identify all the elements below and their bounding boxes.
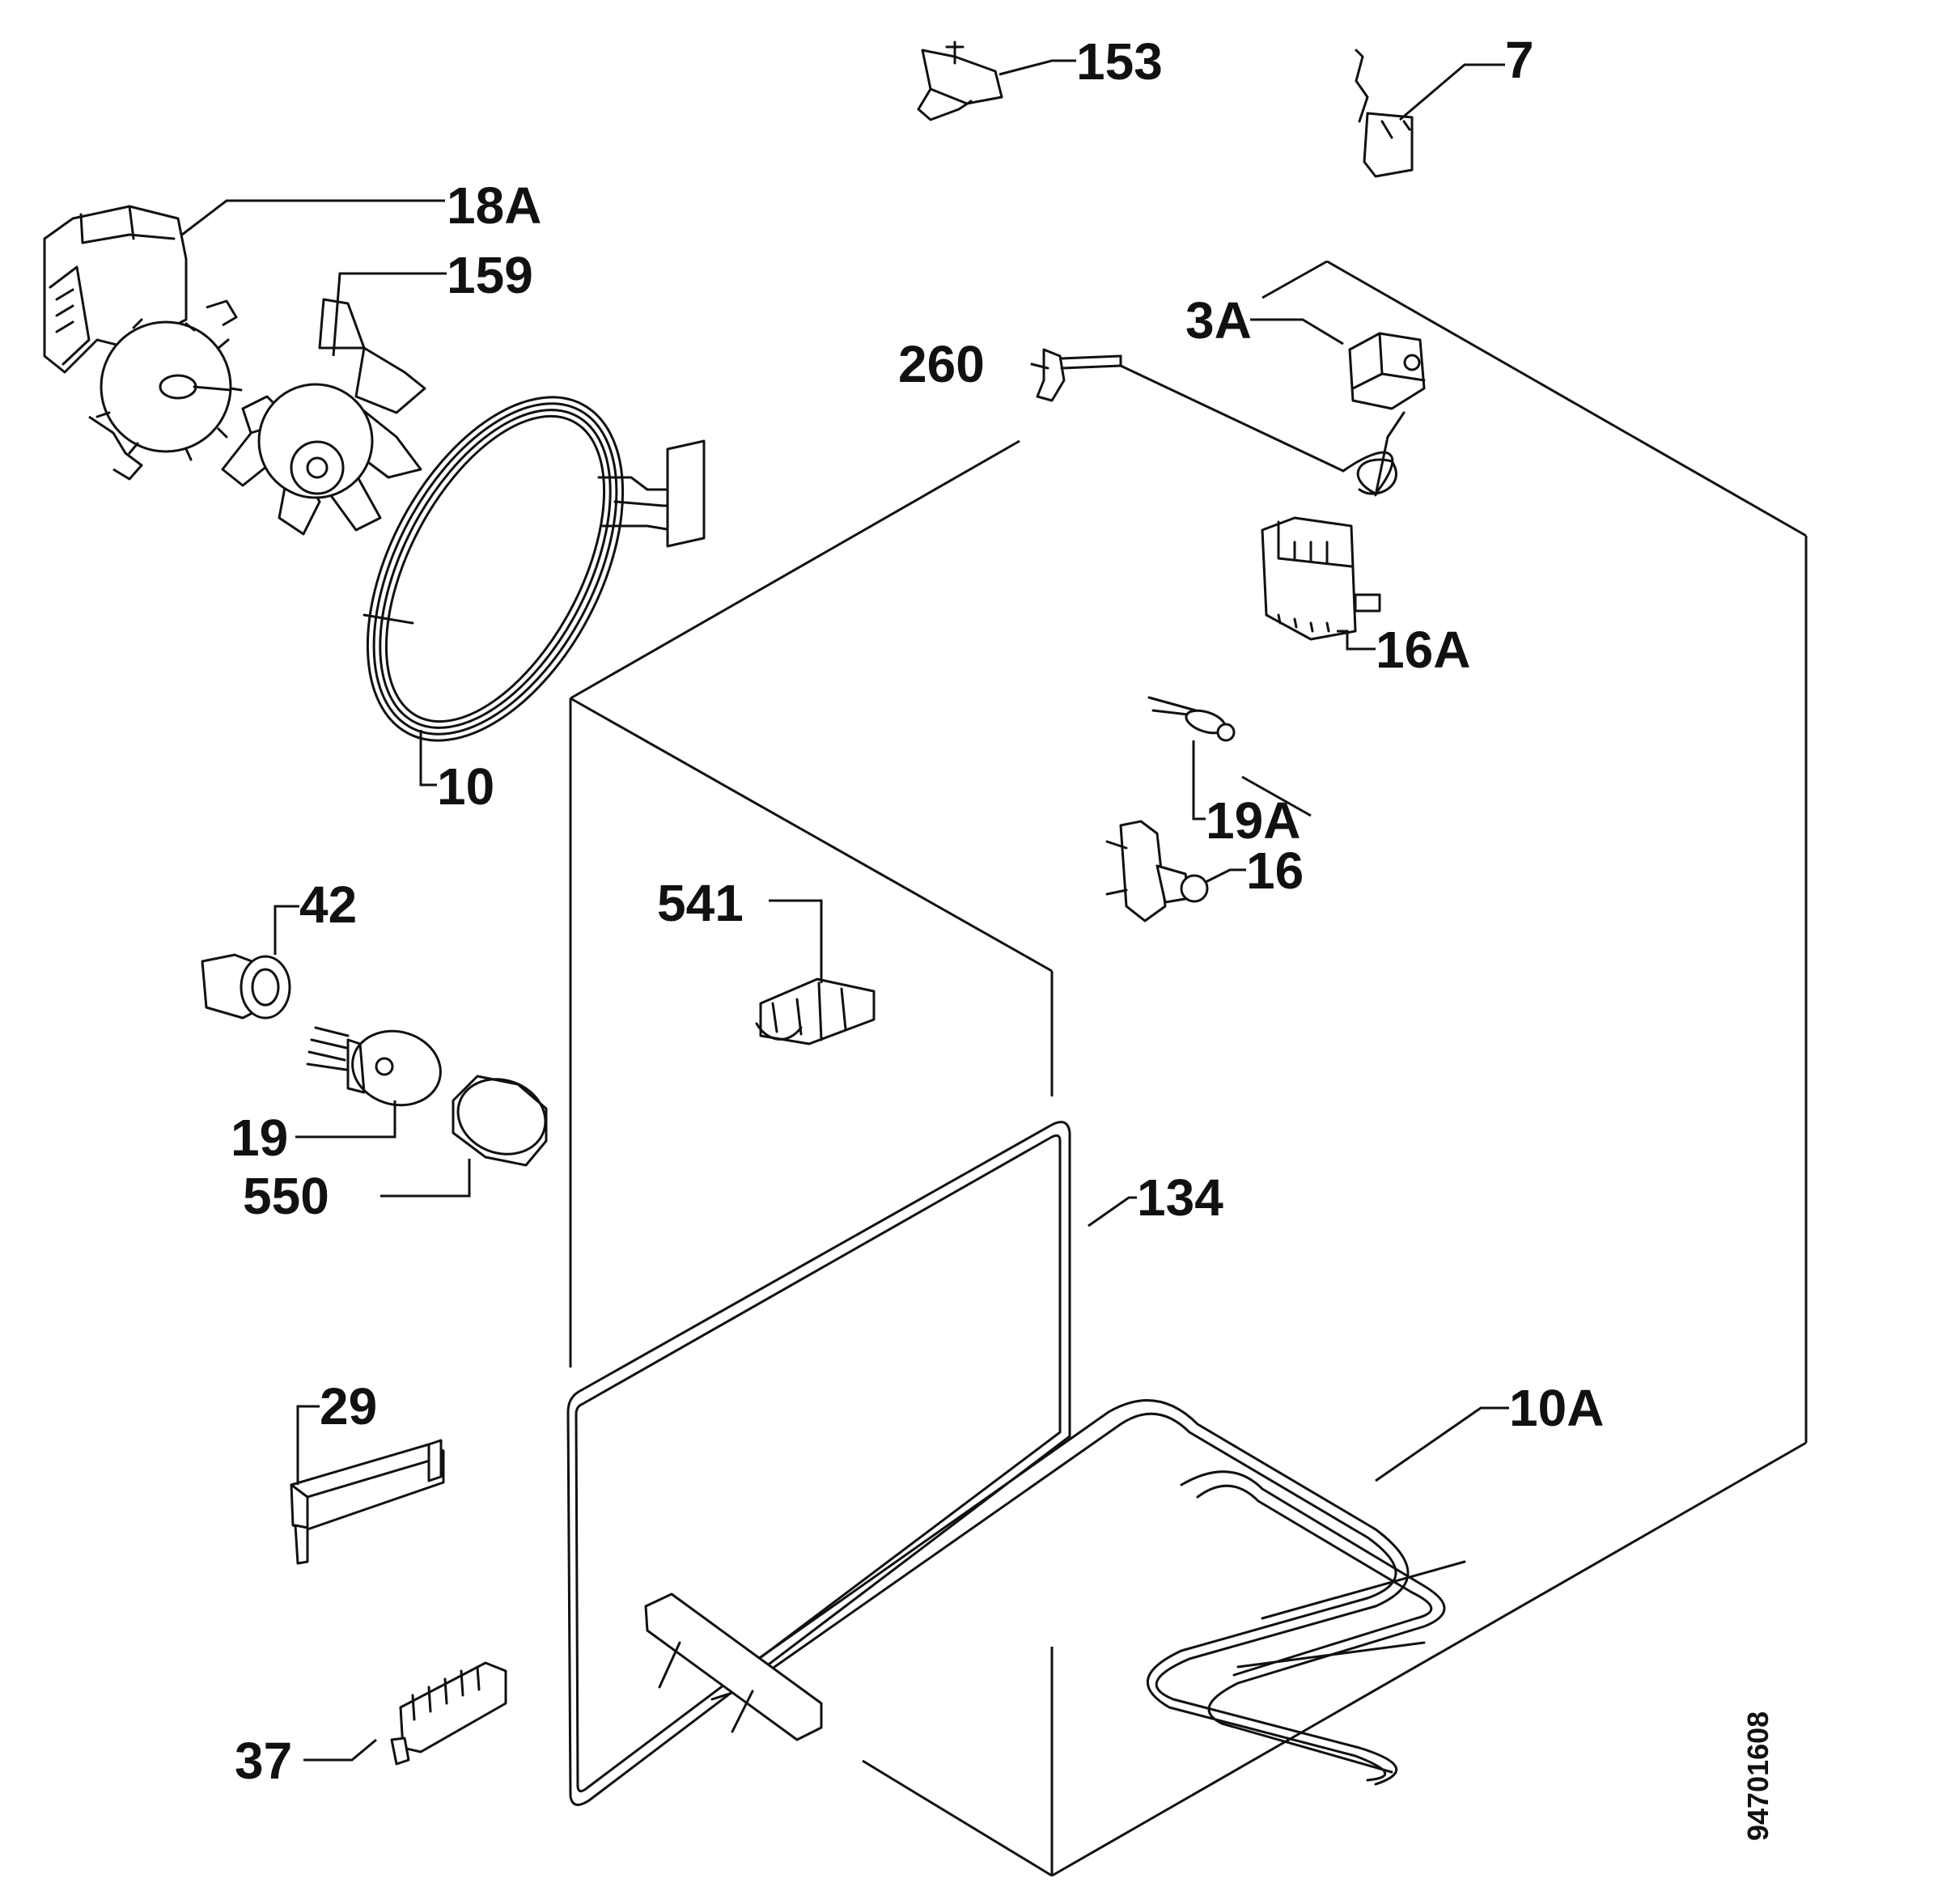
neon-lamp-19A [1147,696,1236,742]
bracket-153 [917,40,1003,121]
fan-blade-159 [221,298,426,536]
callout-42: 42 [299,876,357,934]
callout-29: 29 [320,1377,377,1435]
callout-16A: 16A [1376,621,1470,679]
callout-153: 153 [1076,32,1163,91]
lamp-bulb-19 [306,1026,442,1107]
callout-260: 260 [898,335,985,393]
lamp-cover-550 [452,1075,548,1167]
thermostat-3A-with-probe-260 [1030,332,1426,497]
document-number: 94701608 [1741,1711,1775,1841]
leader-lines [181,59,1509,1762]
terminal-block-541 [755,977,876,1045]
connector-37 [390,1661,507,1766]
switch-7 [1355,49,1414,178]
lamp-holder-42 [201,953,291,1020]
callout-10A: 10A [1509,1379,1604,1437]
switch-16 [1105,820,1209,922]
fan-motor-18A [43,205,243,481]
callout-3A: 3A [1185,291,1252,350]
callout-159: 159 [447,246,533,304]
callout-37: 37 [235,1732,292,1790]
callout-550: 550 [243,1167,329,1225]
ring-element-10 [363,396,706,742]
callout-labels: 153 7 18A 159 3A 260 16A 10 19A 16 42 54… [231,31,1775,1841]
callout-16: 16 [1246,842,1304,900]
callout-10: 10 [437,757,494,816]
callout-19: 19 [231,1109,288,1167]
cover-29 [290,1439,445,1565]
callout-7: 7 [1505,31,1534,89]
selector-switch-16A [1261,516,1381,641]
grill-element-10A [644,1399,1466,1786]
callout-541: 541 [657,874,744,932]
callout-18A: 18A [447,176,541,235]
callout-134: 134 [1137,1168,1223,1227]
callout-19A: 19A [1206,791,1300,850]
